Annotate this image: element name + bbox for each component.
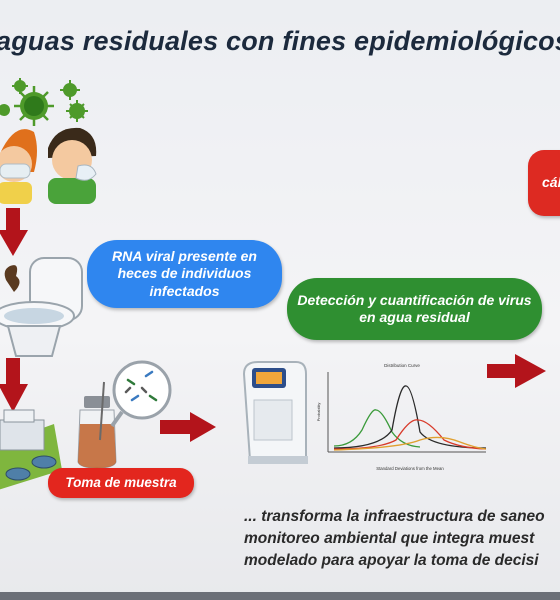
treatment-plant-icon xyxy=(0,409,62,490)
virus-icon xyxy=(66,100,88,122)
summary-line: ... transforma la infraestructura de san… xyxy=(244,508,545,525)
plot-ylabel: Probability xyxy=(316,403,321,422)
distribution-plot: Distribution Curve Probability Standard … xyxy=(316,363,487,471)
detection-label: Detección y cuantificación de virus en a… xyxy=(287,278,542,340)
calculation-label: cál xyxy=(528,150,560,216)
masked-girl-icon xyxy=(0,129,37,204)
virus-icon xyxy=(60,80,80,100)
arrow-right-icon xyxy=(160,412,216,442)
arrow-down-icon xyxy=(0,208,28,256)
sample-jar-icon xyxy=(77,381,117,469)
magnifier-icon xyxy=(110,360,172,428)
rna-label: RNA viral presente en heces de individuo… xyxy=(87,240,282,308)
screen-bottom-edge xyxy=(0,592,560,600)
summary-text: ... transforma la infraestructura de san… xyxy=(244,506,560,572)
arrow-right-icon xyxy=(487,354,546,388)
virus-icon xyxy=(12,78,28,94)
summary-line: modelado para apoyar la toma de decisi xyxy=(244,552,539,569)
summary-line: monitoreo ambiental que integra muest xyxy=(244,530,535,547)
pcr-instrument-icon xyxy=(242,361,308,464)
toilet-icon xyxy=(0,257,83,357)
sampling-label: Toma de muestra xyxy=(48,468,194,498)
plot-xlabel: Standard Deviations from the Mean xyxy=(376,466,444,471)
sneezing-boy-icon xyxy=(48,127,97,204)
plot-title: Distribution Curve xyxy=(384,363,420,368)
virus-icon xyxy=(14,86,54,126)
slide-title: aguas residuales con fines epidemiológic… xyxy=(0,26,560,56)
arrow-down-icon xyxy=(0,358,28,412)
virus-icon xyxy=(0,104,10,116)
